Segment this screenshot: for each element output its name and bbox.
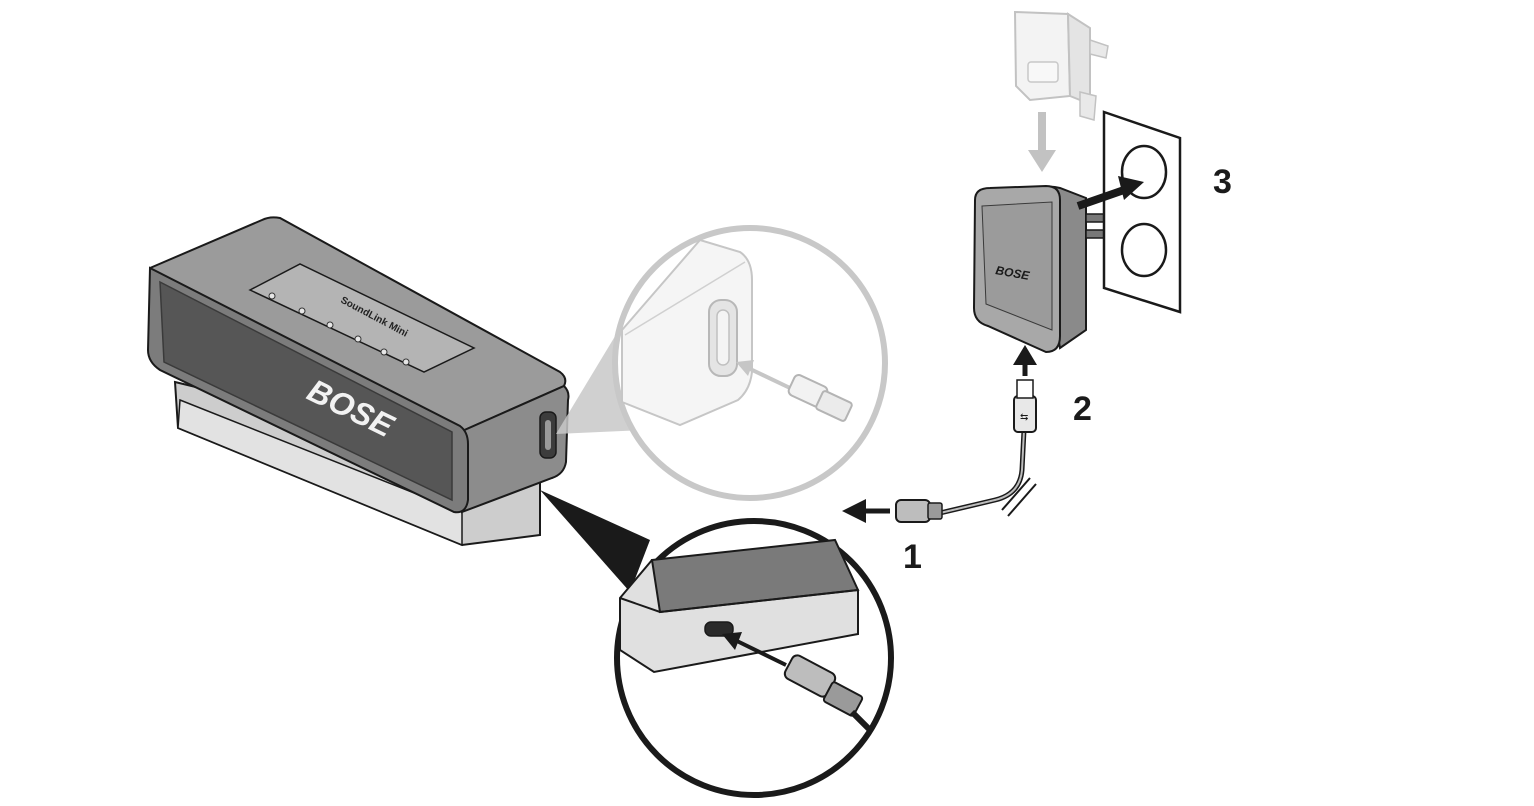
arrow-icon [1013,345,1037,365]
micro-usb-plug-icon [895,499,943,523]
speaker-button-strip [248,263,476,373]
adapter-logo: BOSE [994,263,1031,283]
step-number-2: 2 [1073,390,1092,428]
arrow-icon [842,499,866,523]
arrow-icon [1118,176,1144,200]
adapter-plug-clip [1013,10,1109,121]
base-usb-port [704,621,734,637]
side-port-callout [556,225,888,501]
arrow-icon [1028,150,1056,172]
usb-plug-icon [787,374,853,422]
micro-usb-plug-icon [783,654,873,733]
wall-outlet-icon [1102,110,1182,314]
speaker-buttons [268,292,410,366]
usb-cable: ⇆ [842,345,1037,523]
base-port-callout [540,490,894,798]
power-adapter-icon: BOSE [972,10,1109,354]
step-number-3: 3 [1213,163,1232,201]
speaker: BOSE SoundLink Mini [146,216,570,547]
step-number-1: 1 [903,538,922,576]
usb-plug-icon: ⇆ [1013,379,1037,433]
svg-text:⇆: ⇆ [1020,412,1028,423]
